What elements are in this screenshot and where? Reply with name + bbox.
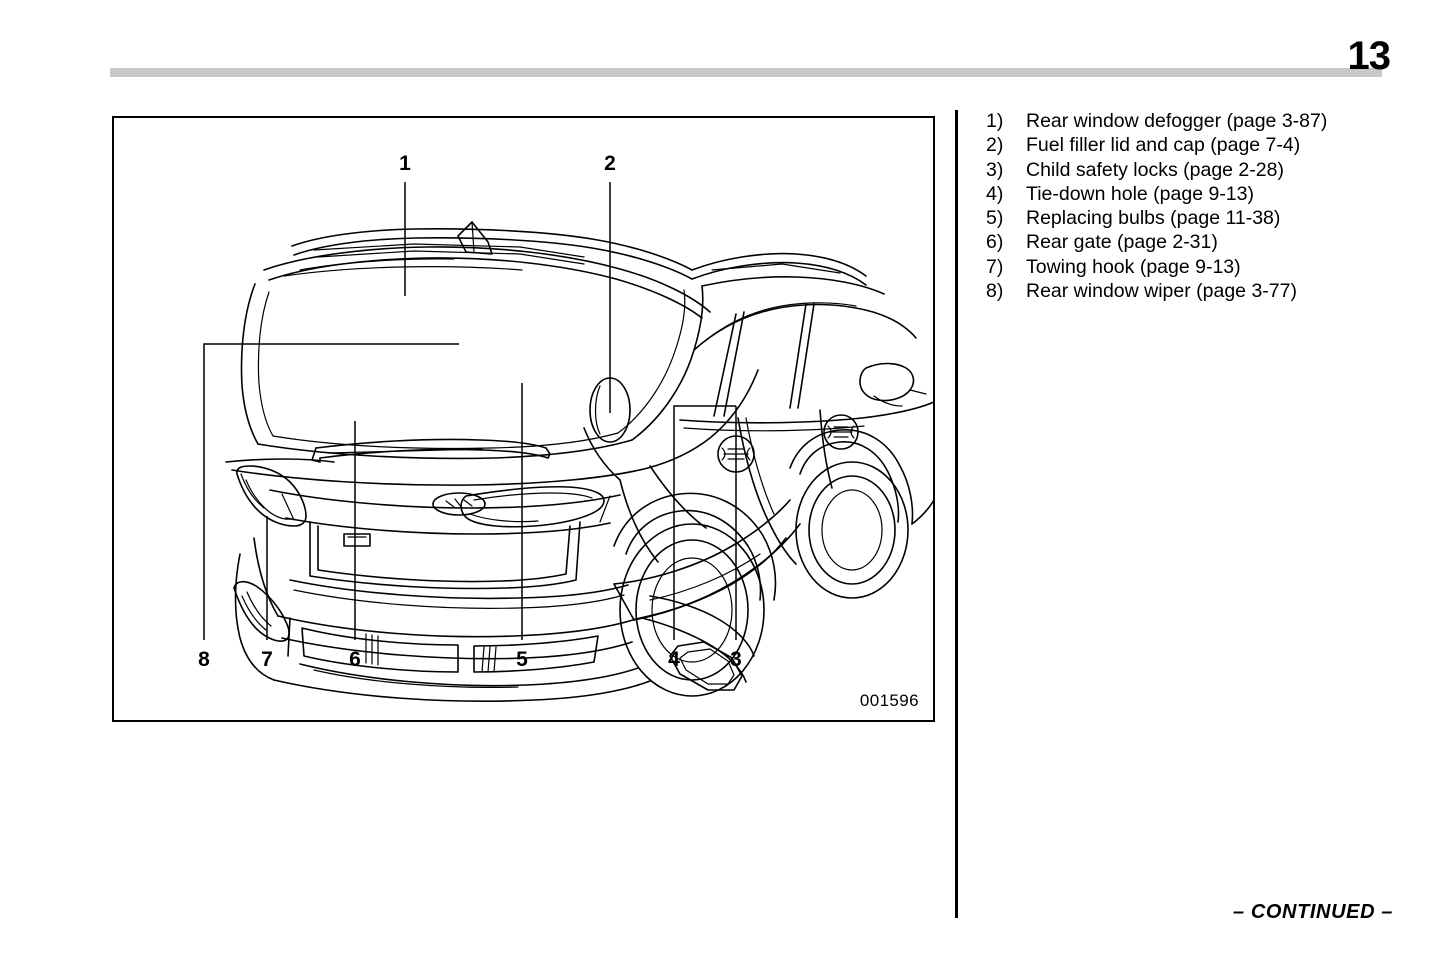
- figure-id-code: 001596: [859, 691, 919, 710]
- legend-item-8-label: Rear window wiper (page 3-77): [1026, 280, 1297, 303]
- legend-item-6[interactable]: 6) Rear gate (page 2-31): [986, 231, 1406, 255]
- leader-lines: [203, 182, 737, 640]
- callout-2: 2: [604, 152, 616, 175]
- callout-1: 1: [399, 152, 411, 175]
- callout-7: 7: [261, 648, 273, 671]
- legend-item-1-number: 1): [986, 110, 1004, 132]
- column-divider: [955, 110, 958, 918]
- page-number: 13: [1347, 34, 1391, 78]
- header-rule: [110, 68, 1382, 77]
- legend-item-2-number: 2): [986, 134, 1004, 157]
- legend-item-3-label: Child safety locks (page 2-28): [1026, 158, 1284, 181]
- legend-item-7-number: 7): [986, 255, 1004, 278]
- legend-item-4[interactable]: 4) Tie-down hole (page 9-13): [986, 183, 1406, 207]
- legend-list: 1) Rear window defogger (page 3-87) 2) F…: [986, 110, 1406, 304]
- legend-item-1-label: Rear window defogger (page 3-87): [1026, 110, 1328, 132]
- callout-numbers: 1 2 3 4 5 6 7 8: [198, 152, 742, 671]
- legend-item-3[interactable]: 3) Child safety locks (page 2-28): [986, 159, 1406, 183]
- legend-item-6-number: 6): [986, 231, 1004, 254]
- figure-illustration-box: 1 2 3 4 5 6 7 8 001596: [112, 116, 935, 722]
- legend-item-5[interactable]: 5) Replacing bulbs (page 11-38): [986, 207, 1406, 231]
- callout-3: 3: [730, 648, 742, 671]
- legend-item-8[interactable]: 8) Rear window wiper (page 3-77): [986, 280, 1406, 304]
- continued-footer: – CONTINUED –: [1232, 901, 1393, 923]
- callout-4: 4: [668, 648, 680, 671]
- legend-item-7[interactable]: 7) Towing hook (page 9-13): [986, 256, 1406, 280]
- legend-item-5-label: Replacing bulbs (page 11-38): [1026, 207, 1281, 230]
- legend-item-4-label: Tie-down hole (page 9-13): [1026, 182, 1254, 205]
- legend-item-6-label: Rear gate (page 2-31): [1026, 231, 1218, 254]
- vehicle-outline: [225, 221, 935, 702]
- legend-item-8-number: 8): [986, 280, 1004, 303]
- legend-item-1[interactable]: 1) Rear window defogger (page 3-87): [986, 110, 1406, 134]
- legend-item-4-number: 4): [986, 182, 1004, 205]
- legend-item-5-number: 5): [986, 207, 1004, 230]
- legend-item-2[interactable]: 2) Fuel filler lid and cap (page 7-4): [986, 134, 1406, 158]
- callout-5: 5: [516, 648, 528, 671]
- legend-item-7-label: Towing hook (page 9-13): [1026, 255, 1241, 278]
- legend-item-3-number: 3): [986, 158, 1004, 181]
- callout-6: 6: [349, 648, 361, 671]
- legend-item-2-label: Fuel filler lid and cap (page 7-4): [1026, 134, 1301, 157]
- callout-8: 8: [198, 648, 210, 671]
- vehicle-rear-view-diagram: 1 2 3 4 5 6 7 8: [198, 152, 935, 702]
